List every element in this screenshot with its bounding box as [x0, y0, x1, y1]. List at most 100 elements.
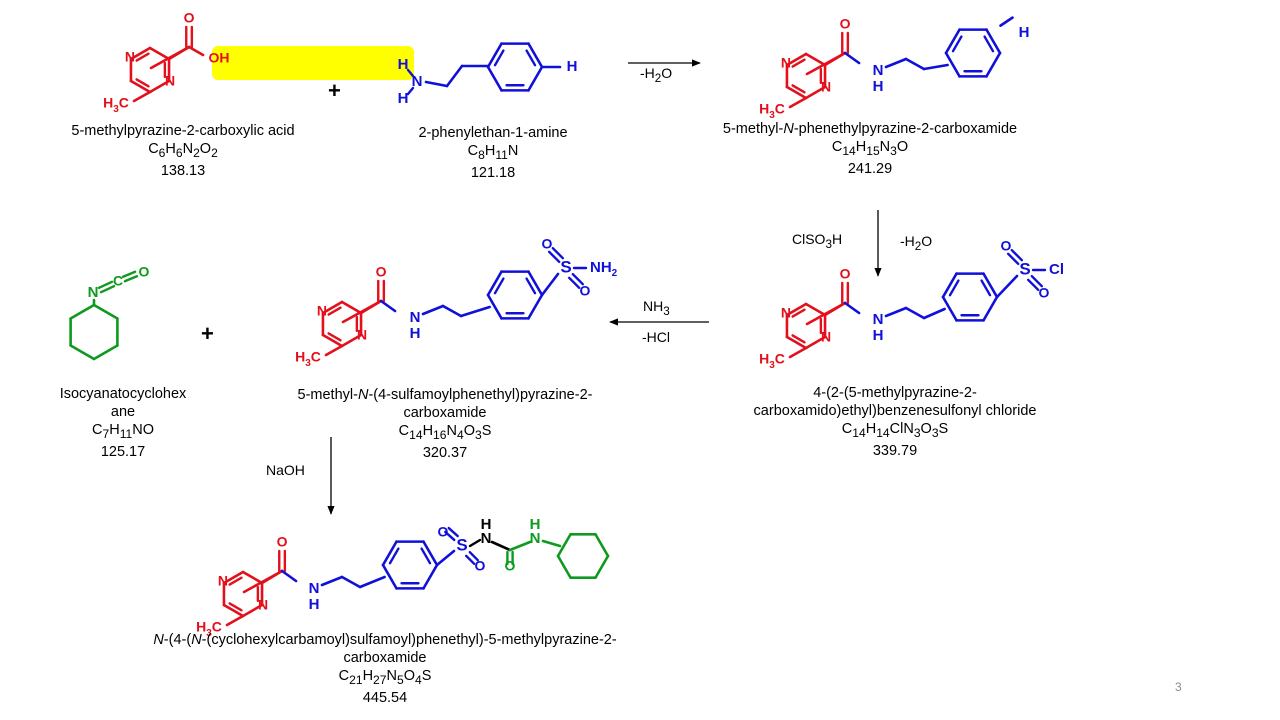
sulfonyl-double-bond: [447, 526, 459, 538]
ethyl-bond: [922, 63, 949, 71]
compound-4-mw: 339.79: [872, 442, 918, 459]
sulfonyl-double-bond: [1030, 274, 1044, 288]
urea-bond: [490, 540, 512, 552]
methyl-group: H3C: [103, 95, 129, 115]
compound-5-formula: C14H16N4O3S: [398, 423, 492, 442]
carbonyl-oxygen: O: [277, 534, 288, 550]
plus-sign-1: +: [328, 78, 341, 103]
compound-2-formula: C8H11N: [467, 143, 519, 162]
cyclohexane-ring-bond: [92, 303, 119, 320]
benzene-ring-bond: [982, 272, 999, 299]
compound-2-caption: 2-phenylethan-1-amine C8H11N 121.18: [378, 124, 608, 182]
amino-group: NH2: [590, 259, 618, 279]
pyrazine-n-atom: N: [218, 573, 228, 589]
pyrazine-ring-bond: [785, 302, 808, 317]
benzene-ring-bond: [944, 51, 961, 78]
carbonyl-oxygen: O: [184, 10, 195, 26]
benzene-ring-bond: [982, 295, 999, 322]
methyl-bond: [788, 96, 808, 109]
methyl-bond: [324, 344, 344, 357]
pyrazine-ring-bond: [321, 300, 344, 315]
methyl-group: H3C: [759, 351, 785, 371]
benzene-ring-bond: [486, 42, 503, 69]
sulfonyl-double-bond: [1006, 252, 1020, 266]
methyl-group: H3C: [295, 349, 321, 369]
pyrazine-ring-bond: [804, 52, 827, 67]
sulfonyl-double-bond: [547, 250, 561, 264]
sulfonyl-double-bond: [567, 276, 581, 290]
pyrazine-ring-bond: [241, 570, 264, 585]
plus-sign-2: +: [201, 321, 214, 346]
sulfonyl-double-bond: [1010, 248, 1024, 262]
amide-bond: [379, 299, 397, 313]
aromatic-bond: [493, 49, 505, 67]
sulfonyl-double-bond: [1026, 278, 1040, 292]
sulfonyl-double-bond: [468, 550, 480, 562]
acid-oh-bond: [187, 45, 205, 57]
compound-6-name-line2: ane: [110, 404, 136, 420]
carbonyl-bond: [167, 45, 191, 61]
urea-hydrogen: H: [530, 516, 541, 533]
compound-7-formula: C21H27N5O4S: [338, 668, 432, 687]
ethyl-bond: [459, 305, 491, 318]
amide-bond: [843, 51, 861, 65]
n-ring-bond: [541, 539, 562, 548]
pyrazine-n-atom: N: [258, 597, 268, 613]
benzene-ring-bond: [486, 293, 503, 320]
aromatic-bond: [525, 277, 537, 295]
isocyanate-nitrogen: N: [88, 284, 99, 301]
step-1-condition: -H2O: [640, 65, 673, 85]
sulfonamide-hydrogen: H: [481, 516, 492, 533]
compound-7-name-line2: carboxamide: [343, 650, 427, 666]
pyrazine-ring-bond: [129, 79, 152, 94]
cyclohexane-ring-bond: [69, 303, 96, 320]
pyrazine-ring-bond: [222, 603, 245, 618]
ethyl-bond: [421, 304, 445, 316]
benzene-ring-bond: [941, 272, 958, 299]
benzene-ring-bond: [985, 51, 1002, 78]
amine-hydrogen: H: [398, 56, 409, 73]
benzene-ring-bond: [985, 28, 1002, 55]
aromatic-bond: [493, 277, 505, 295]
compound-7-name-line1: N-(4-(N-(cyclohexylcarbamoyl)sulfamoyl)p…: [153, 632, 617, 648]
benzene-ring-bond: [944, 28, 961, 55]
aromatic-bond: [327, 332, 342, 342]
pyrazine-n-atom: N: [781, 305, 791, 321]
amide-hydrogen: H: [873, 327, 884, 344]
amide-bond: [843, 301, 861, 315]
sulfonyl-double-bond: [571, 272, 585, 286]
cyclohexane-ring-bond: [594, 554, 610, 579]
sulfonyl-oxygen: O: [475, 558, 486, 574]
chlorine-atom: Cl: [1049, 261, 1064, 278]
sulfur-atom: S: [456, 535, 467, 554]
aromatic-bond: [951, 35, 963, 53]
sulfonyl-double-bond: [551, 246, 565, 260]
sulfonyl-oxygen: O: [1001, 238, 1012, 254]
ethyl-bond: [424, 80, 449, 88]
isocyanate-double-bond: [97, 280, 114, 290]
benzene-ring-bond: [422, 563, 439, 590]
cyclohexane-ring-bond: [556, 533, 572, 558]
ethyl-bond: [904, 306, 926, 320]
compound-5-mw: 320.37: [422, 444, 468, 461]
compound-3-formula: C14H15N3O: [831, 139, 909, 158]
pyrazine-ring-bond: [785, 335, 808, 350]
ethyl-bond: [904, 57, 926, 71]
step-3-reagent: NH3: [643, 298, 670, 318]
aromatic-bond: [791, 334, 806, 344]
compound-1-name: 5-methylpyrazine-2-carboxylic acid: [71, 123, 295, 139]
hydroxyl-group: OH: [209, 50, 230, 66]
ethyl-bond: [358, 575, 386, 589]
compound-1-mw: 138.13: [160, 162, 206, 179]
aromatic-bond: [980, 279, 992, 297]
amine-nitrogen: N: [412, 73, 423, 90]
compound-6-caption: Isocyanatocyclohex ane C7H11NO 125.17: [28, 385, 218, 461]
step-2-reagent: ClSO3H: [792, 231, 843, 251]
pyrazine-ring-bond: [804, 302, 827, 317]
nh-bond: [406, 68, 415, 78]
compound-6-mw: 125.17: [100, 443, 146, 460]
aromatic-bond: [420, 547, 432, 565]
benzene-ring-bond: [486, 270, 503, 297]
carbonyl-oxygen: O: [376, 264, 387, 280]
